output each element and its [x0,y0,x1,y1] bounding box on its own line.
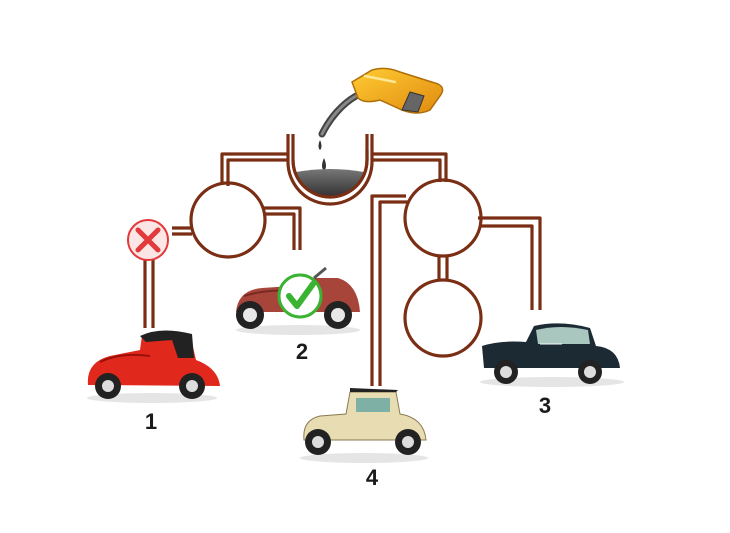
fuel-nozzle-icon[interactable] [318,67,444,138]
check-mark-icon [277,273,323,319]
fuel-tank [286,134,374,206]
car-1[interactable] [87,330,220,403]
cross-mark-icon [127,219,169,261]
pipe-network [143,152,542,386]
car-label-2: 2 [295,339,309,364]
car-4[interactable] [300,388,428,463]
car-label-4: 4 [365,465,379,490]
car-label-3: 3 [538,393,552,418]
car-label-1: 1 [144,409,158,434]
car-3[interactable] [480,323,624,387]
